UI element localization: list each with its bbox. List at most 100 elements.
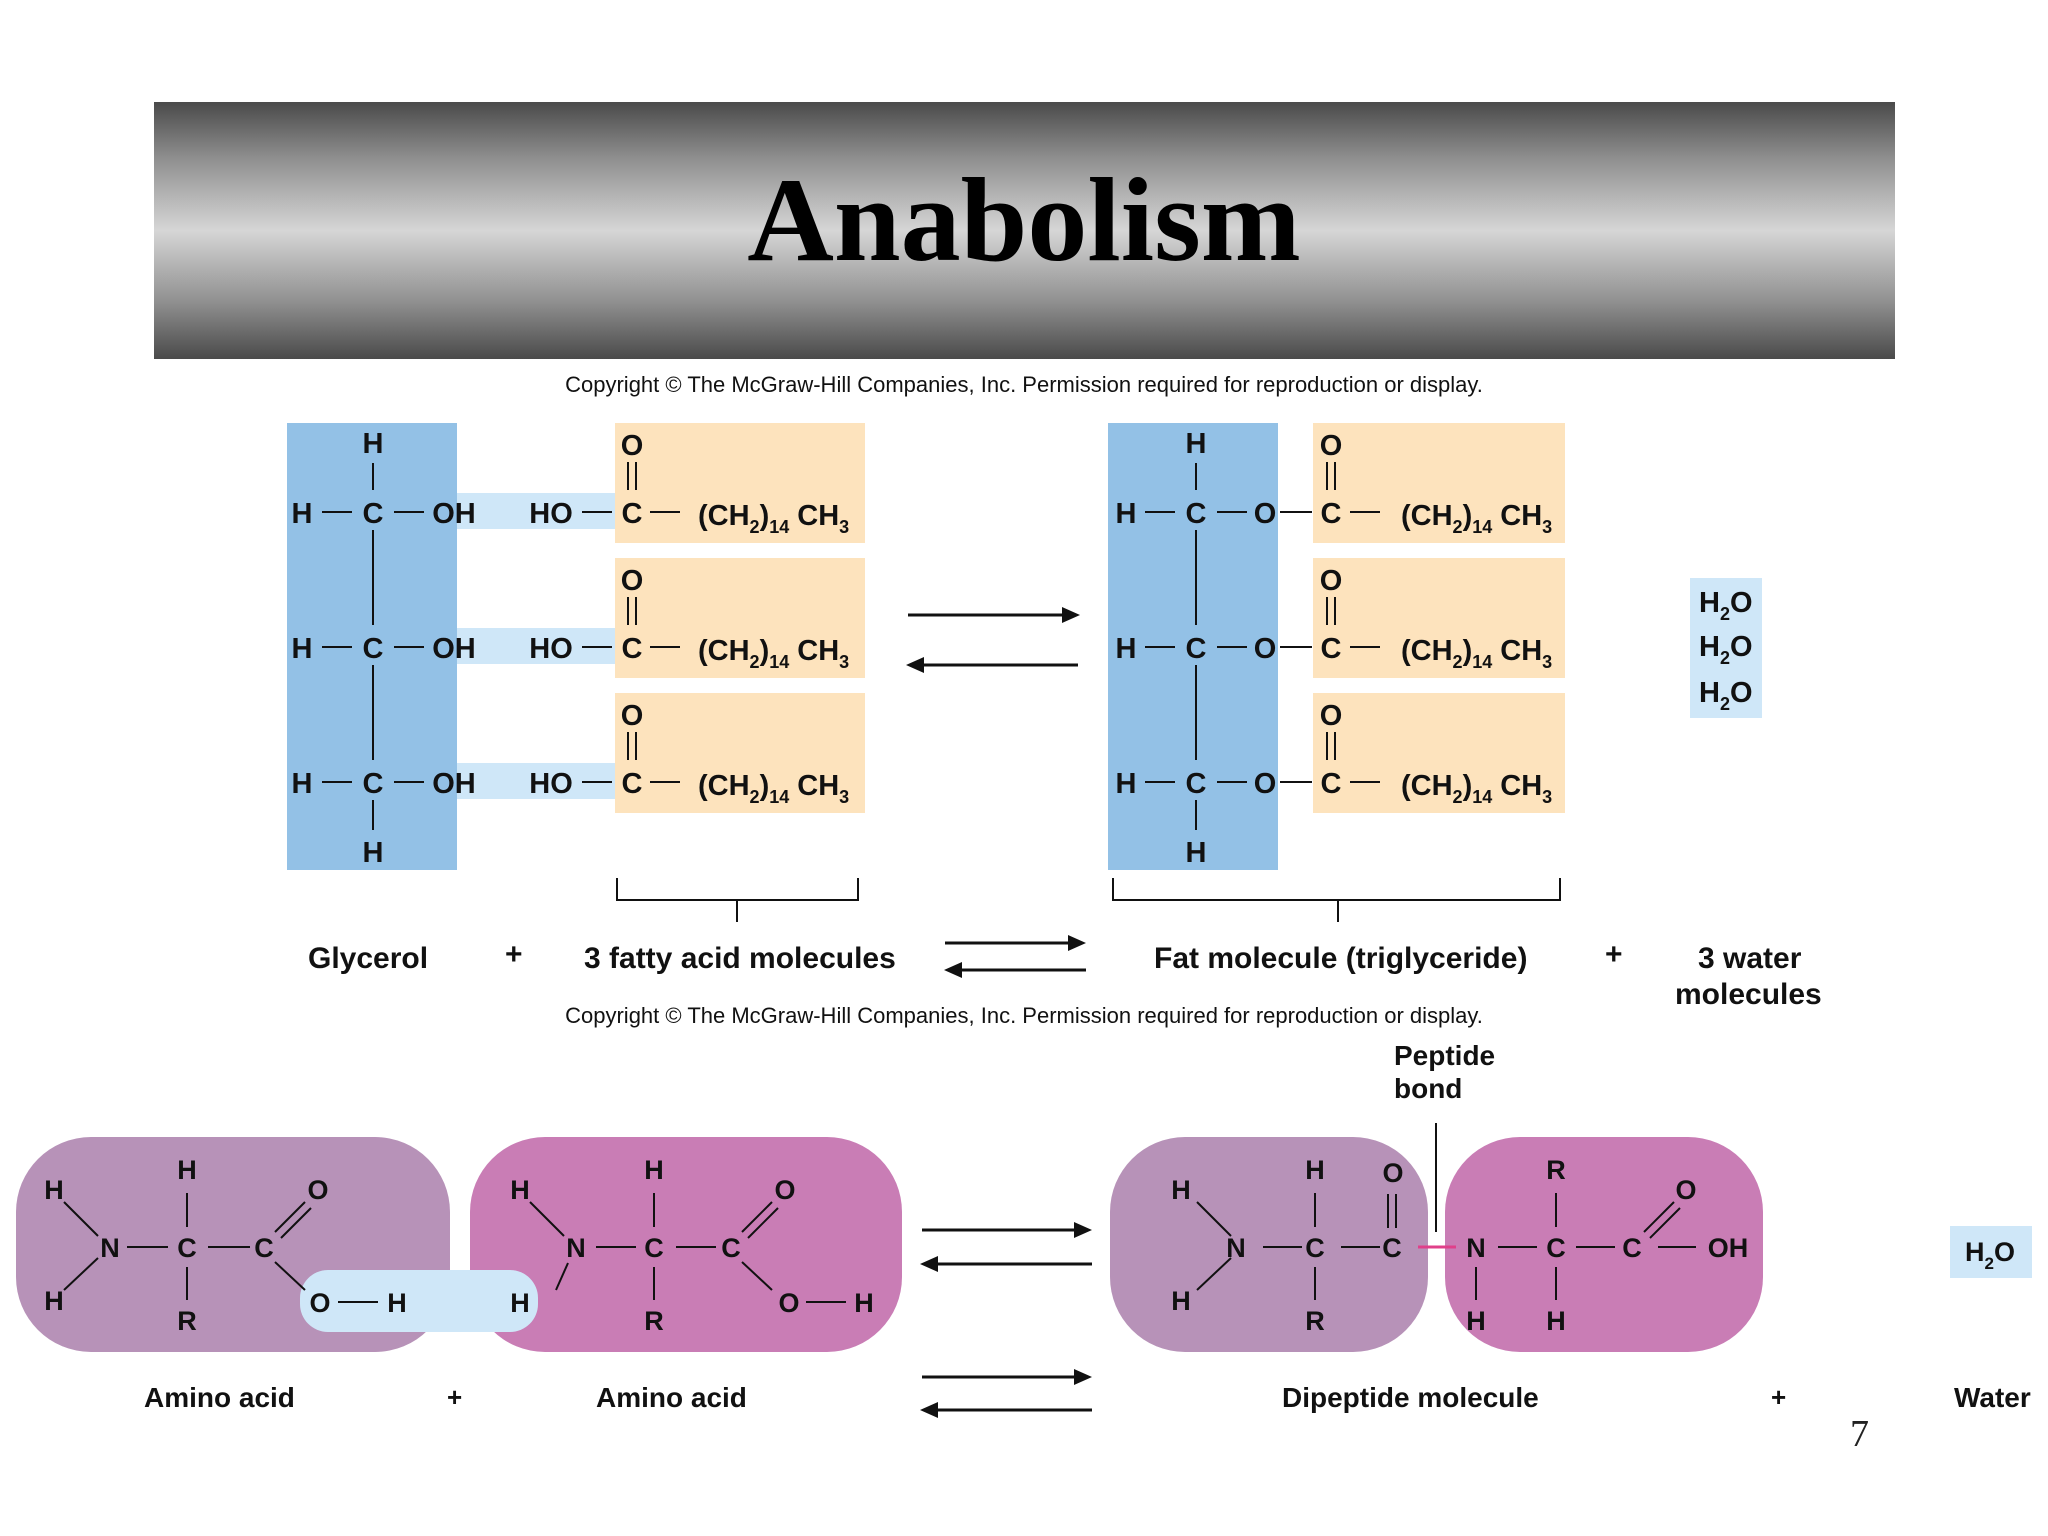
- slide-title: Anabolism: [747, 153, 1301, 286]
- atom-label: 3: [1542, 787, 1552, 807]
- atom-label: OH: [432, 498, 476, 530]
- atom-label: H: [1546, 1306, 1566, 1336]
- atom-label: 2: [1453, 517, 1463, 537]
- copyright-notice-bottom: Copyright © The McGraw-Hill Companies, I…: [565, 1003, 1483, 1028]
- triglyceride-atoms: H H C O H C O H C O H O O O C C C: [1116, 428, 1343, 869]
- atom-label: OH: [432, 633, 476, 665]
- svg-text:H2O: H2O: [1699, 587, 1753, 624]
- diagram-shape: [280, 1207, 312, 1239]
- water-box: [1950, 1226, 2032, 1278]
- svg-text:H2O: H2O: [1699, 631, 1753, 668]
- atom-label: 2: [1720, 694, 1730, 714]
- atom-label: CH: [797, 635, 839, 667]
- triglyceride-glycerol-box: [1108, 423, 1278, 870]
- diagram-shape: [529, 1201, 565, 1237]
- triglyceride-label: Fat molecule (triglyceride): [1154, 942, 1528, 975]
- glycerol-label: Glycerol: [308, 942, 429, 975]
- atom-label: O: [1320, 700, 1343, 732]
- atom-label: C: [1186, 633, 1207, 665]
- peptide-bond-label-line1: Peptide: [1394, 1040, 1496, 1071]
- atom-label: 14: [1472, 787, 1492, 807]
- atom-label: (CH: [698, 500, 750, 532]
- title-banner: [154, 102, 1895, 359]
- atom-label: O: [309, 1288, 330, 1318]
- atom-label: 3: [1542, 652, 1552, 672]
- triglyceride-bracket: [1112, 878, 1561, 901]
- atom-label: 14: [1472, 517, 1492, 537]
- amino-acid-label-2: Amino acid: [596, 1382, 747, 1413]
- diagram-shape: [274, 1261, 306, 1291]
- atom-label: N: [1226, 1233, 1246, 1263]
- atom-label: H: [1965, 1237, 1985, 1267]
- atom-label: H: [854, 1288, 874, 1318]
- atom-label: H: [177, 1155, 197, 1185]
- atom-label: H: [292, 768, 313, 800]
- atom-label: 2: [1720, 604, 1730, 624]
- atom-label: R: [177, 1306, 197, 1336]
- atom-label: H: [387, 1288, 407, 1318]
- water-molecules-label-line1: 3 water: [1698, 942, 1802, 975]
- atom-label: N: [1466, 1233, 1486, 1263]
- atom-label: HO: [529, 633, 573, 665]
- atom-label: O: [778, 1288, 799, 1318]
- atom-label: H: [1171, 1175, 1191, 1205]
- diagram-shape: [1643, 1201, 1675, 1233]
- atom-label: C: [644, 1233, 664, 1263]
- water-molecules-box: [1690, 578, 1762, 718]
- diagram-shape: [1196, 1201, 1232, 1237]
- atom-label: CH: [1500, 635, 1542, 667]
- amino-acid-2-blob: [470, 1137, 902, 1352]
- atom-label: H: [1699, 631, 1720, 663]
- atom-label: R: [1546, 1155, 1566, 1185]
- atom-label: CH: [797, 500, 839, 532]
- atom-label: 2: [1453, 652, 1463, 672]
- diagram-shape: [1196, 1257, 1232, 1291]
- atom-label: C: [1321, 498, 1342, 530]
- atom-label: H: [1699, 677, 1720, 709]
- water-formulas: H2O H2O H2O: [1699, 587, 1753, 714]
- water-molecules-label-line2: molecules: [1675, 978, 1822, 1011]
- atom-label: 2: [750, 787, 760, 807]
- diagram-shape: [747, 1207, 779, 1239]
- amino-acid-atoms: H H N H C R C O O H H H N H C R C O O H …: [44, 1155, 1748, 1336]
- plus-sign: +: [447, 1382, 463, 1412]
- atom-label: O: [1254, 768, 1277, 800]
- atom-label: C: [363, 768, 384, 800]
- atom-label: C: [1382, 1233, 1402, 1263]
- glycerol-atoms: H H C OH H C OH H C OH H: [292, 428, 476, 869]
- atom-label: H: [1466, 1306, 1486, 1336]
- diagram-shape: [555, 1262, 569, 1291]
- triglyceride-chain-box-3: [1313, 693, 1565, 813]
- atom-label: C: [1186, 498, 1207, 530]
- atom-label: C: [363, 633, 384, 665]
- atom-label: H: [1186, 837, 1207, 869]
- atom-label: N: [566, 1233, 586, 1263]
- atom-label: O: [1254, 633, 1277, 665]
- atom-label: (CH: [1401, 635, 1453, 667]
- glycerol-box: [287, 423, 457, 870]
- atom-label: H: [292, 633, 313, 665]
- atom-label: H: [44, 1286, 64, 1316]
- atom-label: HO: [529, 498, 573, 530]
- atom-label: H: [1186, 428, 1207, 460]
- diagram-shape: [906, 657, 924, 673]
- atom-label: CH: [1500, 770, 1542, 802]
- atom-label: O: [621, 430, 644, 462]
- plus-sign: +: [505, 938, 523, 971]
- atom-label: (CH: [698, 635, 750, 667]
- atom-label: (CH: [1401, 500, 1453, 532]
- atom-label: N: [100, 1233, 120, 1263]
- diagram-shape: [1649, 1207, 1681, 1239]
- atom-label: O: [774, 1175, 795, 1205]
- reaction-arrows-fat: [906, 607, 1086, 978]
- atom-label: CH: [1500, 500, 1542, 532]
- atom-label: O: [307, 1175, 328, 1205]
- atom-label: OH: [1708, 1233, 1749, 1263]
- copyright-notice-top: Copyright © The McGraw-Hill Companies, I…: [565, 372, 1483, 397]
- fatty-acid-box-3: [615, 693, 865, 813]
